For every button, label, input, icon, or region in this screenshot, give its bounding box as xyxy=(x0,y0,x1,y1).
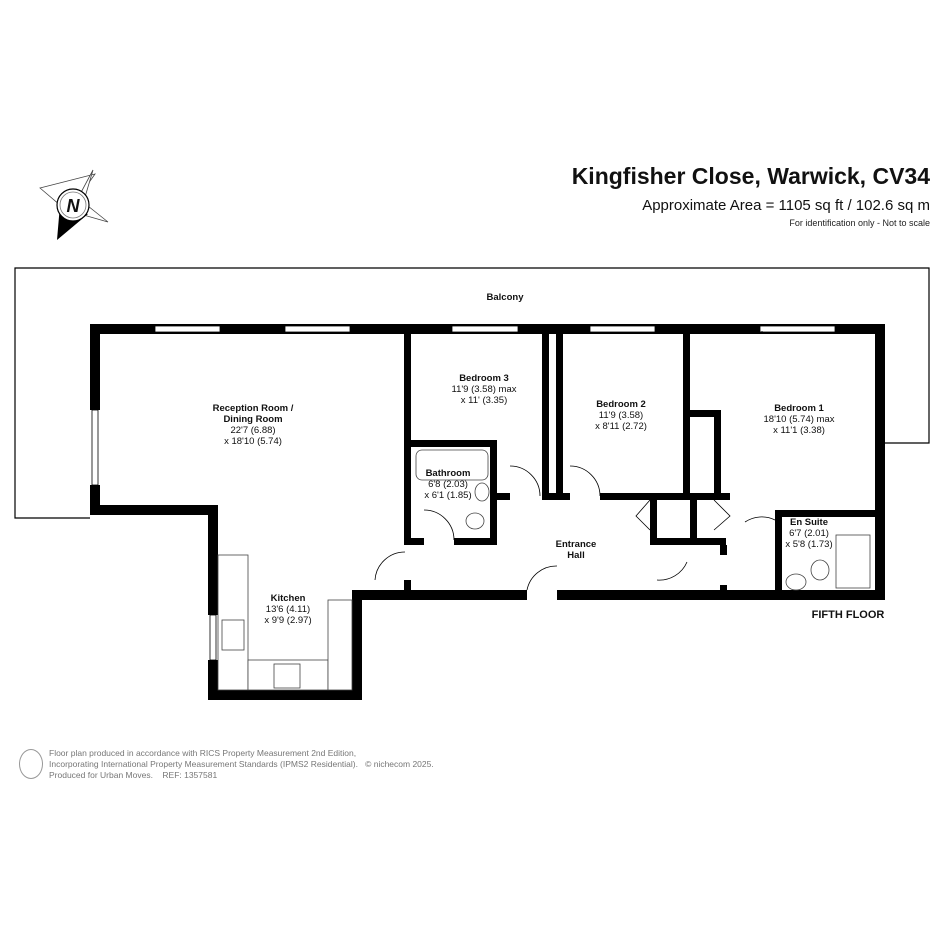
basin-icon xyxy=(785,573,807,591)
room-label-reception: Reception Room / xyxy=(213,403,294,414)
room-label-reception-2: Dining Room xyxy=(223,414,282,425)
footer-line: Produced for Urban Moves. REF: 1357581 xyxy=(49,770,218,780)
room-dimensions: x 9'9 (2.97) xyxy=(264,615,311,626)
room-label-bedroom-2: Bedroom 2 xyxy=(596,399,646,410)
fixtures xyxy=(217,449,871,691)
windows xyxy=(91,325,836,661)
footer-line: Incorporating International Property Mea… xyxy=(49,759,434,770)
footer-line: Floor plan produced in accordance with R… xyxy=(49,748,357,758)
bath-icon xyxy=(415,449,489,481)
room-dimensions: x 8'11 (2.72) xyxy=(595,421,647,432)
balcony-outline xyxy=(14,267,930,519)
room-dimensions: x 6'1 (1.85) xyxy=(424,490,471,501)
room-dimensions: 13'6 (4.11) xyxy=(266,604,310,615)
copyright: © nichecom 2025. xyxy=(365,759,434,769)
room-label-en-suite: En Suite xyxy=(790,517,828,528)
room-label-bedroom-3: Bedroom 3 xyxy=(459,373,509,384)
room-label-balcony: Balcony xyxy=(487,292,525,303)
toilet-icon xyxy=(465,512,485,530)
footer-line-text: Incorporating International Property Mea… xyxy=(49,759,358,769)
basin-icon xyxy=(474,482,490,502)
room-dimensions: 11'9 (3.58) max xyxy=(451,384,516,395)
room-dimensions: 6'7 (2.01) xyxy=(789,528,829,539)
room-label-kitchen: Kitchen xyxy=(271,593,306,604)
room-label-bathroom: Bathroom xyxy=(426,468,471,479)
sink-icon xyxy=(221,619,245,651)
compass-icon: N xyxy=(39,169,109,240)
hob-icon xyxy=(273,663,301,689)
room-dimensions: 11'9 (3.58) xyxy=(599,410,643,421)
doors xyxy=(374,331,776,591)
property-title: Kingfisher Close, Warwick, CV34 xyxy=(571,163,930,189)
room-dimensions: x 5'8 (1.73) xyxy=(785,539,832,550)
scale-disclaimer: For identification only - Not to scale xyxy=(789,218,930,228)
room-dimensions: x 18'10 (5.74) xyxy=(224,436,282,447)
person-icon xyxy=(19,749,43,779)
compass-north-letter: N xyxy=(67,196,81,216)
room-label-bedroom-1: Bedroom 1 xyxy=(774,403,824,414)
room-dimensions: x 11' (3.35) xyxy=(461,395,508,406)
room-dimensions: 6'8 (2.03) xyxy=(428,479,468,490)
approximate-area: Approximate Area = 1105 sq ft / 102.6 sq… xyxy=(642,197,930,214)
room-dimensions: 22'7 (6.88) xyxy=(230,425,275,436)
room-label-entrance-hall-2: Hall xyxy=(567,550,584,561)
kitchen-counter xyxy=(327,599,353,691)
room-label-entrance-hall: Entrance xyxy=(556,539,597,550)
toilet-icon xyxy=(810,559,830,581)
room-dimensions: x 11'1 (3.38) xyxy=(773,425,825,436)
floor-label: FIFTH FLOOR xyxy=(812,609,885,621)
shower-icon xyxy=(835,534,871,589)
interior-walls xyxy=(404,334,875,593)
room-dimensions: 18'10 (5.74) max xyxy=(764,414,835,425)
footer-text: Floor plan produced in accordance with R… xyxy=(49,748,434,781)
